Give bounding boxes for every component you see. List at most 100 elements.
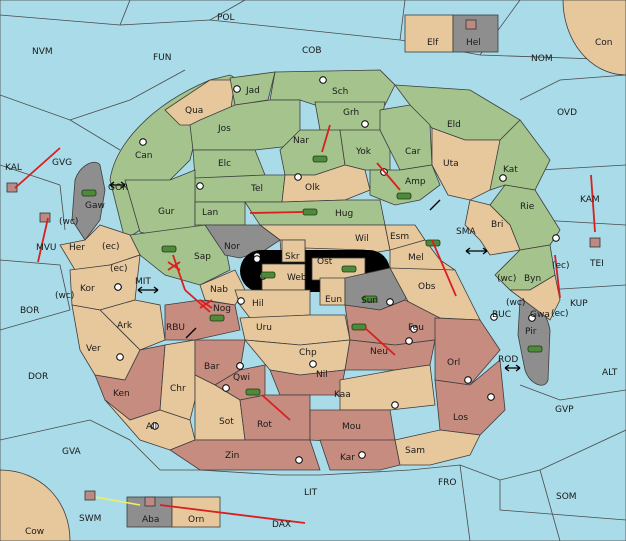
tank-icon xyxy=(260,271,276,279)
territory-label: Feu xyxy=(408,323,424,333)
territory-label: (ec) xyxy=(551,309,569,319)
territory-label: Orl xyxy=(447,358,460,368)
supply-center-dot-icon xyxy=(552,234,560,242)
territory-sam[interactable] xyxy=(394,429,481,466)
supply-center-dot-icon xyxy=(114,283,122,291)
supply-center-dot-icon xyxy=(151,422,159,430)
territory-label: Gwa xyxy=(530,310,550,320)
label-swm: SWM xyxy=(79,514,101,524)
territory-label: Ail xyxy=(146,422,157,432)
label-pol: POL xyxy=(217,13,235,23)
bicoastal-markers xyxy=(109,181,521,372)
label-kal: KAL xyxy=(5,163,22,173)
tank-icon xyxy=(351,323,367,331)
territory-label: (wc) xyxy=(59,217,78,227)
ship-icon xyxy=(84,490,96,501)
label-gva: GVA xyxy=(62,447,82,457)
territory-label: Uta xyxy=(443,159,459,169)
label-rod: ROD xyxy=(498,355,518,365)
label-dor: DOR xyxy=(28,372,48,382)
tank-icon xyxy=(245,388,261,396)
label-ovd: OVD xyxy=(557,108,577,118)
label-gvg: GVG xyxy=(52,158,72,168)
supply-center-dot-icon xyxy=(139,138,147,146)
tank-icon xyxy=(362,295,378,303)
territory-label: Grh xyxy=(343,108,359,118)
territory-skr-inner[interactable] xyxy=(281,239,306,263)
territory-bri[interactable] xyxy=(464,199,521,256)
label-bor: BOR xyxy=(20,306,39,316)
units xyxy=(6,19,601,507)
territory-label: Elc xyxy=(218,159,231,169)
label-kam: KAM xyxy=(580,195,600,205)
territory-label: (ec) xyxy=(552,261,570,271)
territory-label: (ec) xyxy=(110,264,128,274)
supply-center-dot-icon xyxy=(294,173,302,181)
ship-icon xyxy=(465,19,477,30)
territory-label: Sun xyxy=(361,296,378,306)
supply-center-dot-icon xyxy=(490,313,498,321)
coast-labels: (wc) (ec) (ec) (wc) (wc) (ec) (wc) (ec) xyxy=(55,217,570,319)
supply-center-dot-icon xyxy=(236,362,244,370)
territory-label: Sot xyxy=(219,417,234,427)
territory-label: Kar xyxy=(340,453,355,463)
tank-icon xyxy=(312,155,328,163)
territory-label: Bri xyxy=(491,220,503,230)
territory-rot[interactable] xyxy=(239,394,311,441)
territory-label: Jos xyxy=(217,124,231,134)
territory-gwa[interactable] xyxy=(508,274,561,321)
territory-label: Nog xyxy=(213,304,231,314)
label-con: Con xyxy=(595,38,613,48)
label-rbu: RBU xyxy=(166,323,185,333)
territory-label: Sch xyxy=(332,87,348,97)
territory-tel[interactable] xyxy=(194,174,286,203)
territory-label: Los xyxy=(453,413,468,423)
double-arrow-icon xyxy=(137,286,159,294)
tank-icon xyxy=(396,192,412,200)
territory-zin[interactable] xyxy=(169,439,321,471)
territory-orl[interactable] xyxy=(434,317,501,386)
territory-label: Ost xyxy=(317,257,333,267)
territory-gaw[interactable] xyxy=(71,161,106,241)
territory-label: Kat xyxy=(503,165,518,175)
territory-label: Her xyxy=(69,243,85,253)
sea-labels: POL NVM FUN COB NOM OVD KAL GVG GOR KAM … xyxy=(5,13,618,537)
territory-label: Lan xyxy=(202,208,218,218)
territory-label: Mel xyxy=(408,253,424,263)
tank-icon xyxy=(81,189,97,197)
territory-label: Car xyxy=(405,147,421,157)
label-mit: MIT xyxy=(135,277,151,287)
territory-chr[interactable] xyxy=(159,339,196,421)
label-buc: BUC xyxy=(492,310,511,320)
label-sma: SMA xyxy=(456,227,476,237)
label-dax: DAX xyxy=(272,520,291,530)
supply-center-dot-icon xyxy=(361,120,369,128)
label-alt: ALT xyxy=(602,368,618,378)
territory-label: (wc) xyxy=(506,298,525,308)
territory-label: Sap xyxy=(194,252,211,262)
territory-label: Chr xyxy=(170,384,186,394)
territory-label: Ark xyxy=(117,321,133,331)
supply-center-dot-icon xyxy=(410,325,418,333)
supply-center-dot-icon xyxy=(464,376,472,384)
territory-ail[interactable] xyxy=(104,399,196,451)
territory-elf[interactable] xyxy=(404,14,454,53)
double-arrow-icon xyxy=(465,247,488,255)
territory-label: Rie xyxy=(520,202,535,212)
supply-center-dot-icon xyxy=(233,85,241,93)
double-arrow-icon xyxy=(185,327,197,339)
supply-center-dot-icon xyxy=(391,401,399,409)
supply-center-dot-icon xyxy=(358,451,366,459)
territory-label: Gaw xyxy=(85,201,105,211)
ship-icon xyxy=(589,237,601,248)
territory-label: Chp xyxy=(299,348,317,358)
territory-label: (ec) xyxy=(102,242,120,252)
supply-center-dot-icon xyxy=(499,174,507,182)
territory-label: Web xyxy=(287,273,307,283)
label-gvp: GVP xyxy=(555,405,574,415)
territory-label: Jad xyxy=(245,86,260,96)
label-tei: TEI xyxy=(589,259,604,269)
territory-neu[interactable] xyxy=(344,339,436,371)
